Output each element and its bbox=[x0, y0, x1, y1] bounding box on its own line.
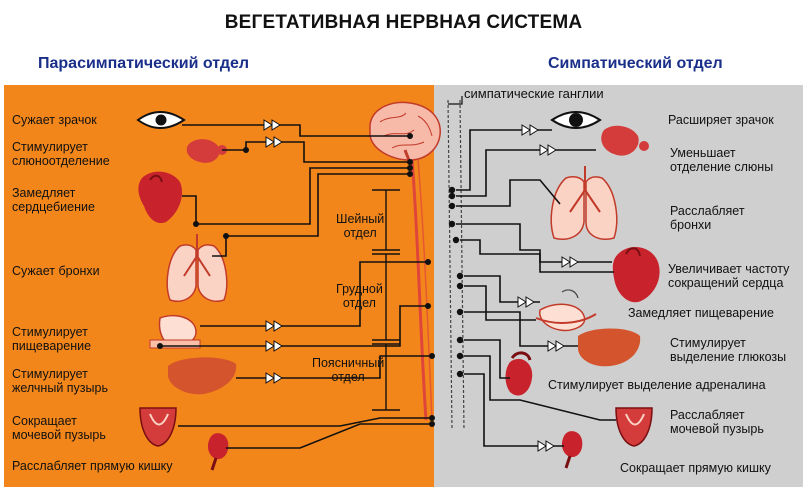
page-title: ВЕГЕТАТИВНАЯ НЕРВНАЯ СИСТЕМА bbox=[224, 12, 583, 33]
label-line: Расширяет зрачок bbox=[668, 113, 774, 127]
left-label-bronchi: Сужает бронхи bbox=[12, 264, 100, 278]
right-label-pupil: Расширяет зрачок bbox=[668, 113, 774, 127]
label-line: бронхи bbox=[670, 218, 712, 232]
label-line: Расслабляет bbox=[670, 204, 745, 218]
nerve-arrows bbox=[517, 124, 579, 452]
label-line: Стимулирует bbox=[670, 336, 746, 350]
label-line: Сужает бронхи bbox=[12, 264, 100, 278]
label-line: Сокращает bbox=[12, 414, 77, 428]
parasympathetic-header: Парасимпатический отдел bbox=[38, 55, 250, 72]
liver-icon bbox=[578, 328, 641, 367]
right-label-bladder: Расслабляет мочевой пузырь bbox=[670, 408, 764, 436]
right-label-adrenaline: Стимулирует выделение адреналина bbox=[548, 378, 766, 392]
spine-section-lumbar: Поясничный отдел bbox=[312, 356, 384, 384]
label-line: пищеварение bbox=[12, 339, 92, 353]
label-line: Стимулирует выделение адреналина bbox=[548, 378, 766, 392]
label-line: Сокращает прямую кишку bbox=[620, 461, 771, 475]
right-label-rectum: Сокращает прямую кишку bbox=[620, 461, 771, 475]
left-label-saliva: Стимулирует слюноотделение bbox=[12, 140, 110, 168]
rectum-icon bbox=[561, 431, 583, 469]
right-label-bronchi: Расслабляет бронхи bbox=[670, 204, 745, 232]
liver-icon bbox=[168, 357, 237, 395]
label-line: Сужает зрачок bbox=[12, 113, 97, 127]
right-label-saliva: Уменьшает отделение слюны bbox=[670, 146, 773, 174]
label-line: желчный пузырь bbox=[12, 381, 108, 395]
left-label-gallbladder: Стимулирует желчный пузырь bbox=[12, 367, 108, 395]
label-line: Стимулирует bbox=[12, 367, 88, 381]
left-label-pupil: Сужает зрачок bbox=[12, 113, 97, 127]
label-line: Стимулирует bbox=[12, 140, 88, 154]
left-label-bladder: Сокращает мочевой пузырь bbox=[12, 414, 106, 442]
label-line: слюноотделение bbox=[12, 154, 110, 168]
label-line: Уменьшает bbox=[670, 146, 736, 160]
lungs-icon bbox=[550, 166, 618, 240]
left-label-rectum: Расслабляет прямую кишку bbox=[12, 459, 173, 473]
label-line: Шейный bbox=[336, 212, 385, 226]
left-label-heart: Замедляет сердцебиение bbox=[12, 186, 95, 214]
spinal-cord-icon bbox=[410, 99, 465, 431]
right-label-heart: Увеличивает частоту сокращений сердца bbox=[668, 262, 789, 290]
label-line: Стимулирует bbox=[12, 325, 88, 339]
label-line: Замедляет пищеварение bbox=[628, 306, 774, 320]
nerve-nodes bbox=[157, 133, 435, 427]
label-line: сердцебиение bbox=[12, 200, 95, 214]
label-line: симпатические ганглии bbox=[464, 86, 604, 101]
rectum-icon bbox=[207, 433, 229, 471]
lungs-icon bbox=[166, 234, 228, 302]
ganglia-label: симпатические ганглии bbox=[464, 87, 604, 101]
brain-icon bbox=[369, 101, 441, 169]
spine-section-thoracic: Грудной отдел bbox=[336, 282, 383, 310]
label-line: Замедляет bbox=[12, 186, 76, 200]
spine-section-cervical: Шейный отдел bbox=[336, 212, 384, 240]
label-line: сокращений сердца bbox=[668, 276, 784, 290]
heart-icon bbox=[138, 171, 183, 224]
salivary-gland-icon bbox=[186, 139, 227, 163]
label-line: мочевой пузырь bbox=[670, 422, 764, 436]
label-line: выделение глюкозы bbox=[670, 350, 787, 364]
label-line: Увеличивает частоту bbox=[668, 262, 790, 276]
right-label-digestion: Замедляет пищеварение bbox=[628, 306, 774, 320]
label-line: мочевой пузырь bbox=[12, 428, 106, 442]
ganglia-leader-line bbox=[448, 96, 463, 105]
sympathetic-nerves bbox=[456, 129, 616, 447]
right-label-glucose: Стимулирует выделение глюкозы bbox=[670, 336, 786, 364]
spine-section-brackets bbox=[372, 189, 400, 411]
label-line: Грудной bbox=[336, 282, 383, 296]
ganglia-nodes bbox=[448, 186, 464, 378]
label-line: отдел bbox=[342, 296, 376, 310]
heart-icon bbox=[612, 247, 660, 303]
label-line: Расслабляет bbox=[670, 408, 745, 422]
salivary-gland-icon bbox=[601, 125, 649, 156]
label-line: Поясничный bbox=[312, 356, 385, 370]
eye-icon bbox=[136, 111, 186, 129]
left-label-digestion: Стимулирует пищеварение bbox=[12, 325, 91, 353]
bladder-icon bbox=[139, 407, 177, 447]
stomach-icon bbox=[535, 289, 597, 332]
label-line: отдел bbox=[331, 370, 365, 384]
label-line: Расслабляет прямую кишку bbox=[12, 459, 173, 473]
label-line: отделение слюны bbox=[670, 160, 774, 174]
kidney-adrenal-icon bbox=[505, 351, 533, 396]
nerve-arrows bbox=[263, 119, 283, 384]
eye-icon bbox=[550, 111, 602, 129]
sympathetic-header: Симпатический отдел bbox=[548, 55, 723, 72]
stomach-icon bbox=[149, 314, 201, 349]
label-line: отдел bbox=[343, 226, 377, 240]
bladder-icon bbox=[615, 407, 653, 447]
